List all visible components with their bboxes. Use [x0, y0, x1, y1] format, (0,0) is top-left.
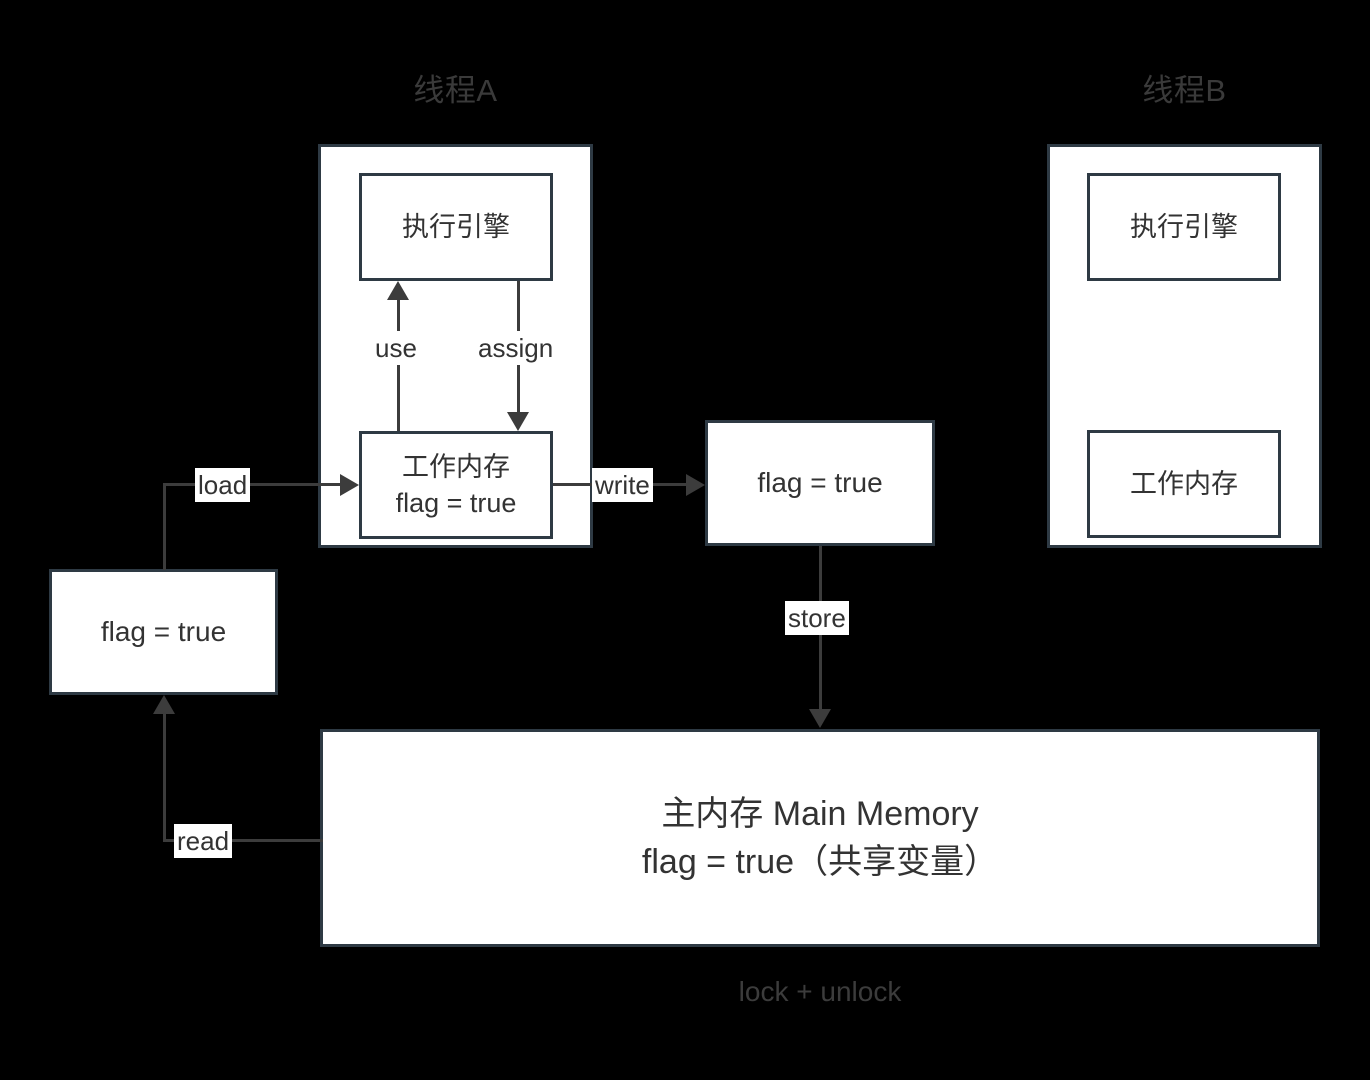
read-connector-vertical: [163, 714, 166, 840]
assign-arrowhead-icon: [507, 412, 529, 431]
load-edge-label: load: [195, 468, 251, 502]
thread-b-execution-engine-box: 执行引擎: [1087, 173, 1281, 281]
main-memory-box: 主内存 Main Memory flag = true（共享变量）: [320, 729, 1320, 947]
thread-a-title: 线程A: [413, 73, 498, 108]
use-connector-line: [397, 300, 400, 431]
thread-b-execution-engine-label: 执行引擎: [1130, 212, 1238, 242]
left-value-box: flag = true: [49, 569, 278, 695]
thread-a-working-memory-value: flag = true: [395, 488, 517, 518]
thread-b-title: 线程B: [1142, 73, 1227, 108]
thread-b-working-memory-label: 工作内存: [1130, 469, 1238, 499]
store-arrowhead-icon: [809, 709, 831, 728]
left-value-label: flag = true: [100, 616, 227, 647]
use-edge-label: use: [372, 331, 420, 365]
middle-value-label: flag = true: [757, 467, 883, 498]
write-arrowhead-icon: [686, 474, 705, 496]
read-edge-label: read: [174, 824, 233, 858]
main-memory-title: 主内存 Main Memory: [661, 795, 979, 833]
thread-a-working-memory-label: 工作内存: [402, 452, 510, 482]
middle-value-box: flag = true: [705, 420, 935, 546]
lock-unlock-label: lock + unlock: [738, 976, 902, 1007]
write-edge-label: write: [592, 468, 653, 502]
load-arrowhead-icon: [340, 474, 359, 496]
thread-a-working-memory-box: 工作内存 flag = true: [359, 431, 553, 539]
load-connector-horizontal: [163, 483, 341, 486]
use-arrowhead-icon: [387, 281, 409, 300]
thread-a-execution-engine-label: 执行引擎: [402, 212, 510, 242]
main-memory-value: flag = true（共享变量）: [641, 843, 999, 881]
read-connector-horizontal: [163, 839, 323, 842]
load-connector-vertical: [163, 483, 166, 570]
read-arrowhead-icon: [153, 695, 175, 714]
thread-b-working-memory-box: 工作内存: [1087, 430, 1281, 538]
thread-a-execution-engine-box: 执行引擎: [359, 173, 553, 281]
assign-edge-label: assign: [475, 331, 557, 365]
store-edge-label: store: [785, 601, 849, 635]
